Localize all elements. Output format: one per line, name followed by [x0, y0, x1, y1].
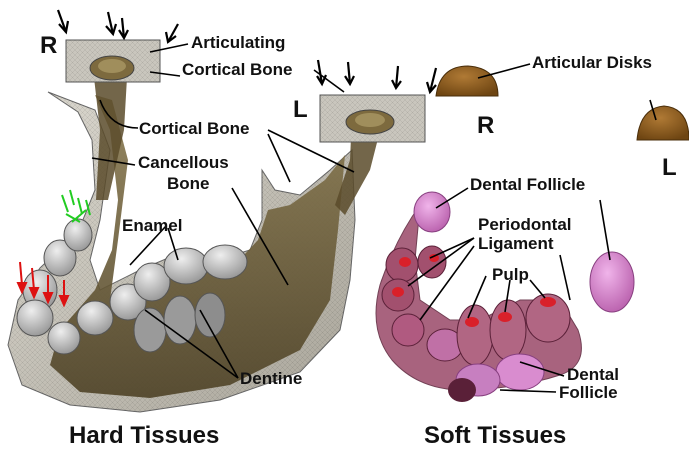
jaw-left-marker: L: [293, 98, 308, 122]
articulating-cortical-bone-right: [66, 40, 160, 82]
articular-disk-right: [436, 66, 498, 96]
cancellous-label-line2: Bone: [167, 175, 210, 192]
cortical-bone-label: Cortical Bone: [139, 120, 250, 137]
disk-right-marker: R: [477, 114, 494, 138]
enamel-label: Enamel: [122, 217, 182, 234]
articular-disks-label: Articular Disks: [532, 54, 652, 71]
articulating-cortical-bone-left: [320, 95, 425, 142]
soft-tissues-caption: Soft Tissues: [424, 424, 566, 448]
articular-disk-left: [637, 106, 689, 140]
periodontal-label-line2: Ligament: [478, 235, 554, 252]
dental-follicle-bottom-label-line2: Follicle: [559, 384, 618, 401]
articulating-label-line1: Articulating: [191, 34, 285, 51]
pulp-label: Pulp: [492, 266, 529, 283]
articulating-label-line2: Cortical Bone: [182, 61, 293, 78]
periodontal-label-line1: Periodontal: [478, 216, 572, 233]
disk-left-marker: L: [662, 156, 677, 180]
dental-follicle-bottom-label-line1: Dental: [567, 366, 619, 383]
cancellous-label-line1: Cancellous: [138, 154, 229, 171]
dentine-label: Dentine: [240, 370, 302, 387]
dental-follicle-top-label: Dental Follicle: [470, 176, 585, 193]
jaw-right-marker: R: [40, 34, 57, 58]
hard-tissues-caption: Hard Tissues: [69, 424, 219, 448]
